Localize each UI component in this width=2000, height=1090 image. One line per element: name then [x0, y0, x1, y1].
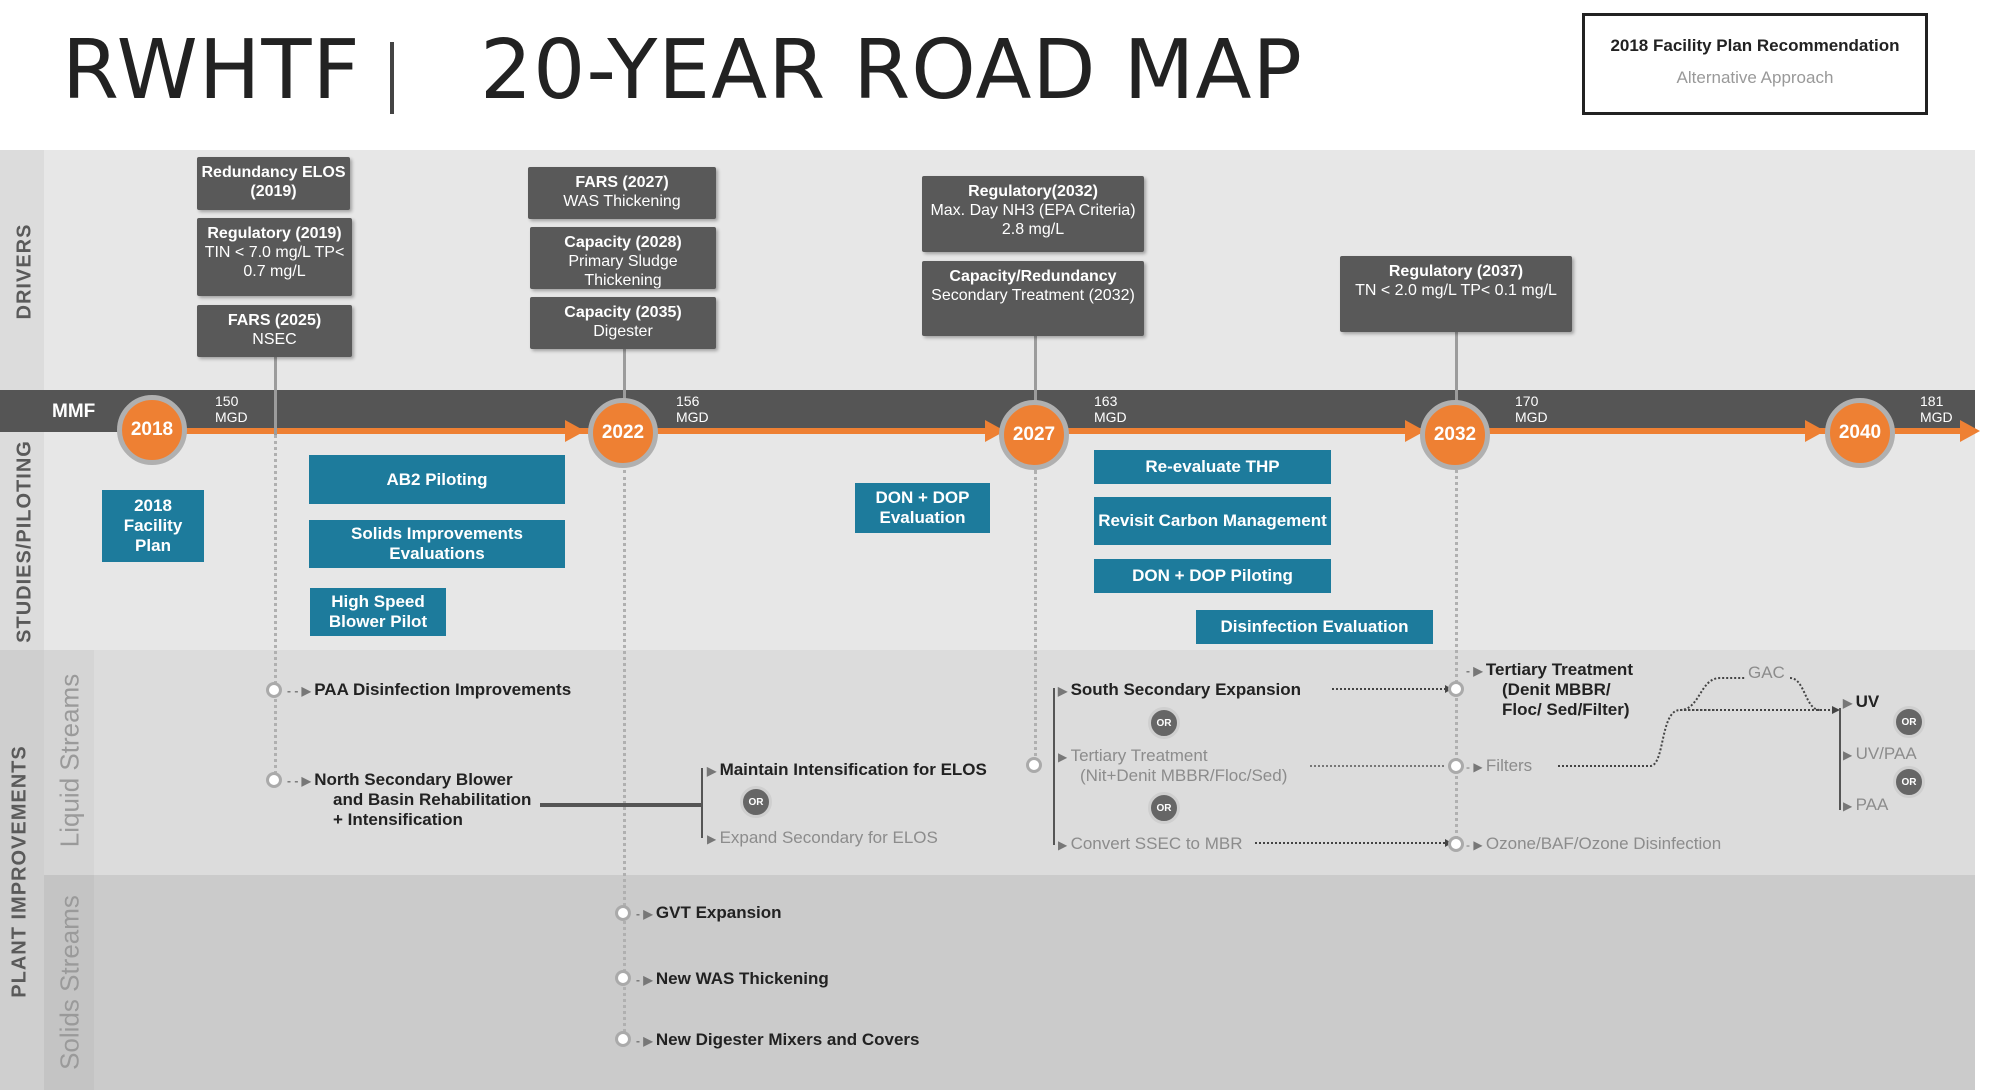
recommendation-box: 2018 Facility Plan Recommendation Altern…	[1582, 13, 1928, 115]
driver-fars-2025: FARS (2025)NSEC	[197, 305, 352, 357]
node-digester	[615, 1031, 631, 1047]
studies-band	[0, 430, 1975, 650]
liquid-ozone: - ▶ Ozone/BAF/Ozone Disinfection	[1466, 834, 1722, 853]
liquid-tertiary-2032: - ▶ Tertiary Treatment	[1466, 660, 1633, 679]
study-solids-evaluations: Solids Improvements Evaluations	[309, 520, 565, 568]
study-reevaluate-thp: Re-evaluate THP	[1094, 450, 1331, 484]
solids-was-thickening: - ▶ New WAS Thickening	[636, 969, 829, 988]
liquid-north-secondary-line2: and Basin Rehabilitation	[333, 790, 532, 809]
driver-connector-2027	[1034, 335, 1037, 420]
node-was	[615, 970, 631, 986]
liquid-tertiary-2032-line3: Floc/ Sed/Filter)	[1502, 700, 1630, 719]
timeline-arrow	[180, 420, 1980, 442]
solids-band	[0, 875, 1975, 1090]
solids-label: Solids Streams	[54, 895, 85, 1070]
recommendation-subtitle: Alternative Approach	[1676, 68, 1834, 87]
driver-connector-2022	[623, 348, 626, 418]
recommendation-title: 2018 Facility Plan Recommendation	[1610, 36, 1900, 55]
study-disinfection-evaluation: Disinfection Evaluation	[1196, 610, 1433, 644]
studies-label: STUDIES/PILOTING	[13, 440, 36, 643]
node-filters	[1448, 758, 1464, 774]
driver-fars-2027: FARS (2027)WAS Thickening	[528, 167, 716, 219]
liquid-south-secondary: ▶ South Secondary Expansion	[1058, 680, 1302, 699]
driver-connector-2018	[274, 355, 277, 435]
or-badge-2: OR	[1148, 707, 1180, 739]
liquid-north-secondary-line3: + Intensification	[333, 810, 463, 829]
liquid-paa-disinfection: - - ▶ PAA Disinfection Improvements	[287, 680, 572, 699]
study-don-dop-evaluation: DON + DOP Evaluation	[855, 483, 990, 533]
year-2032: 2032	[1420, 400, 1490, 470]
liquid-maintain-intensification: ▶ Maintain Intensification for ELOS	[707, 760, 987, 779]
node-ozone	[1448, 836, 1464, 852]
mmf-label: MMF	[52, 401, 96, 422]
study-carbon-management: Revisit Carbon Management	[1094, 497, 1331, 545]
year-2040: 2040	[1825, 398, 1895, 468]
node-north-secondary	[266, 772, 282, 788]
or-badge-5: OR	[1893, 766, 1925, 798]
driver-capacity-2035: Capacity (2035)Digester	[530, 297, 716, 349]
liquid-gac: GAC	[1748, 663, 1785, 682]
page-title-left: RWHTF	[62, 23, 361, 118]
or-badge-1: OR	[740, 786, 772, 818]
dotted-line-2032	[1455, 470, 1458, 845]
liquid-uv-paa: ▶ UV/PAA	[1843, 744, 1917, 763]
dotted-line-2018	[274, 435, 277, 780]
drivers-side	[0, 150, 44, 390]
year-2022: 2022	[588, 398, 658, 468]
node-paa	[266, 682, 282, 698]
liquid-tertiary-2032-line2: (Denit MBBR/	[1502, 680, 1611, 699]
dotted-line-2027	[1034, 470, 1037, 770]
driver-capacity-2028: Capacity (2028)Primary Sludge Thickening	[530, 227, 716, 289]
liquid-filters: - ▶ Filters	[1466, 756, 1533, 775]
dotted-line-2022	[623, 470, 626, 1045]
or-badge-4: OR	[1893, 706, 1925, 738]
study-facility-plan: 2018 Facility Plan	[102, 490, 204, 562]
or-badge-3: OR	[1148, 792, 1180, 824]
driver-redundancy-elos: Redundancy ELOS (2019)	[197, 157, 350, 210]
study-don-dop-piloting: DON + DOP Piloting	[1094, 559, 1331, 593]
node-gvt	[615, 905, 631, 921]
driver-regulatory-2037: Regulatory (2037)TN < 2.0 mg/L TP< 0.1 m…	[1340, 256, 1572, 332]
node-tertiary-2027	[1026, 757, 1042, 773]
liquid-north-secondary: - - ▶ North Secondary Blower	[287, 770, 513, 789]
studies-side	[0, 430, 44, 650]
liquid-side	[44, 650, 94, 875]
driver-regulatory-2019: Regulatory (2019)TIN < 7.0 mg/L TP< 0.7 …	[197, 218, 352, 296]
node-tertiary-2032	[1448, 681, 1464, 697]
liquid-band	[0, 650, 1975, 875]
title-separator	[390, 42, 394, 114]
liquid-expand-secondary: ▶ Expand Secondary for ELOS	[707, 828, 938, 847]
liquid-convert-ssec: ▶ Convert SSEC to MBR	[1058, 834, 1243, 853]
liquid-tertiary-2027: ▶ Tertiary Treatment	[1058, 746, 1208, 765]
year-2027: 2027	[999, 400, 1069, 470]
drivers-label: DRIVERS	[13, 223, 36, 320]
liquid-tertiary-2027-line2: (Nit+Denit MBBR/Floc/Sed)	[1080, 766, 1288, 785]
liquid-paa-final: ▶ PAA	[1843, 795, 1889, 814]
year-2018: 2018	[117, 395, 187, 465]
page-title-right: 20-YEAR ROAD MAP	[480, 23, 1303, 118]
driver-connector-2032	[1455, 332, 1458, 420]
liquid-uv: ▶ UV	[1843, 692, 1880, 711]
solids-side	[44, 875, 94, 1090]
study-blower-pilot: High Speed Blower Pilot	[310, 588, 446, 636]
driver-regulatory-2032: Regulatory(2032)Max. Day NH3 (EPA Criter…	[922, 176, 1144, 252]
study-ab2-piloting: AB2 Piloting	[309, 455, 565, 504]
solids-gvt-expansion: - ▶ GVT Expansion	[636, 903, 782, 922]
plant-side	[0, 650, 44, 1090]
liquid-connectors	[540, 677, 1841, 847]
solids-digester-mixers: - ▶ New Digester Mixers and Covers	[636, 1030, 920, 1049]
